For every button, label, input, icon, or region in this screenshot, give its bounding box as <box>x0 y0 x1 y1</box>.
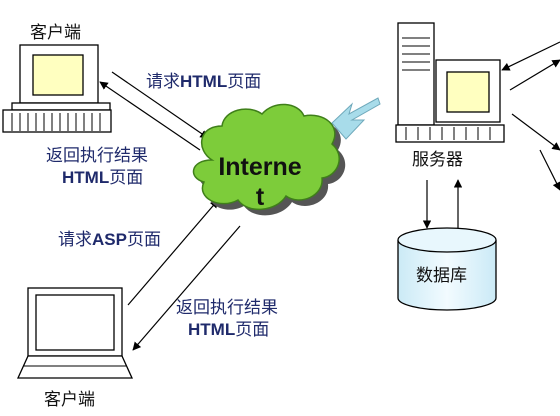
return-html-arrow-bottom <box>132 225 241 351</box>
server-internet-double-arrow <box>331 97 381 140</box>
return-html-arrow-top <box>99 81 201 151</box>
client-bottom-label: 客户端 <box>44 390 95 410</box>
right-edge-arrow-2 <box>509 59 560 91</box>
return-html-bottom-line1: 返回执行结果 <box>176 298 278 318</box>
right-edge-arrow-4 <box>539 149 560 191</box>
desktop-computer-icon <box>2 44 112 133</box>
laptop-icon <box>16 287 134 379</box>
internet-cloud-icon <box>192 103 346 216</box>
right-edge-arrow-3 <box>511 113 560 151</box>
internet-label: Interne t <box>218 153 302 211</box>
server-icon <box>395 22 505 143</box>
request-asp-arrow <box>127 199 219 306</box>
request-html-label: 请求HTML页面 <box>146 72 262 92</box>
return-html-top-line1: 返回执行结果 <box>46 146 148 166</box>
return-html-bottom-line2: HTML页面 <box>188 320 270 340</box>
database-icon <box>397 227 497 311</box>
database-label: 数据库 <box>416 266 467 286</box>
request-asp-label: 请求ASP页面 <box>58 230 161 250</box>
return-html-top-line2: HTML页面 <box>62 168 144 188</box>
server-label: 服务器 <box>412 150 463 170</box>
request-html-arrow <box>111 71 209 139</box>
right-edge-arrow-1 <box>501 41 560 71</box>
client-top-label: 客户端 <box>30 23 81 43</box>
